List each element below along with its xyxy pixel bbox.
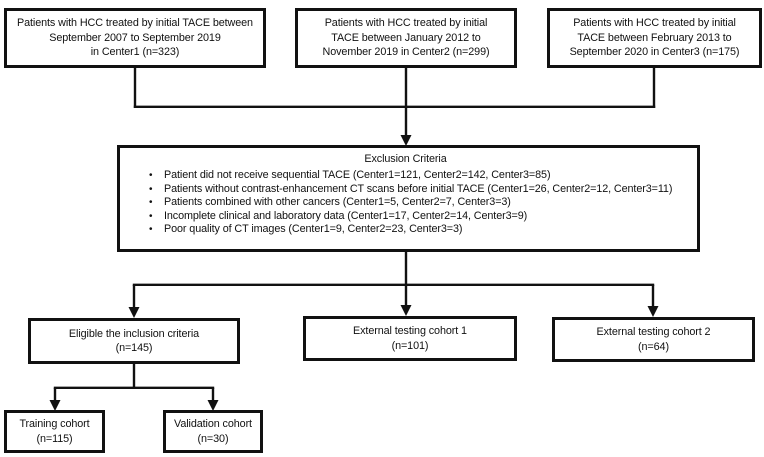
exclusion-item: Patients without contrast-enhancement CT… <box>149 183 691 197</box>
exclusion-criteria-box: Exclusion Criteria Patient did not recei… <box>117 145 700 252</box>
exclusion-criteria-title: Exclusion Criteria <box>364 153 447 165</box>
box-text-line: (n=30) <box>197 432 229 445</box>
training-cohort-box: Training cohort (n=115) <box>4 410 105 453</box>
patients-center1-box: Patients with HCC treated by initial TAC… <box>4 8 266 68</box>
patients-center3-box: Patients with HCC treated by initial TAC… <box>547 8 762 68</box>
box-text-line: Patients with HCC treated by initial <box>573 17 736 30</box>
box-text-line: (n=145) <box>115 342 153 354</box>
exclusion-item: Patient did not receive sequential TACE … <box>149 169 691 183</box>
box-text-line: Eligible the inclusion criteria <box>68 327 200 340</box>
box-text-line: (n=64) <box>638 340 669 353</box>
exclusion-item: Poor quality of CT images (Center1=9, Ce… <box>149 223 691 237</box>
box-text-line: (n=101) <box>391 339 429 352</box>
patients-center2-box: Patients with HCC treated by initial TAC… <box>295 8 517 68</box>
box-text-line: Patients with HCC treated by initial TAC… <box>17 17 253 30</box>
box-text-line: TACE between January 2012 to <box>331 31 481 44</box>
box-text-line: Validation cohort <box>174 418 252 430</box>
external-testing-cohort2-box: External testing cohort 2 (n=64) <box>552 317 755 362</box>
box-text-line: November 2019 in Center2 (n=299) <box>322 46 490 59</box>
exclusion-item: Patients combined with other cancers (Ce… <box>149 196 691 210</box>
box-text-line: Patients with HCC treated by initial <box>324 17 488 30</box>
box-text-line: External testing cohort 1 <box>353 325 467 337</box>
arrowhead-icons <box>49 135 659 411</box>
box-text-line: in Center1 (n=323) <box>90 46 180 59</box>
external-testing-cohort1-box: External testing cohort 1 (n=101) <box>303 316 517 361</box>
box-text-line: September 2020 in Center3 (n=175) <box>569 46 740 59</box>
validation-cohort-box: Validation cohort (n=30) <box>163 410 263 453</box>
box-text-line: (n=115) <box>36 432 73 445</box>
exclusion-criteria-list: Patient did not receive sequential TACE … <box>120 169 691 237</box>
box-text-line: Training cohort <box>19 418 90 430</box>
box-text-line: September 2007 to September 2019 <box>49 31 221 44</box>
eligible-inclusion-box: Eligible the inclusion criteria (n=145) <box>28 318 240 364</box>
box-text-line: TACE between February 2013 to <box>577 31 732 44</box>
box-text-line: External testing cohort 2 <box>596 326 711 338</box>
exclusion-item: Incomplete clinical and laboratory data … <box>149 210 691 224</box>
